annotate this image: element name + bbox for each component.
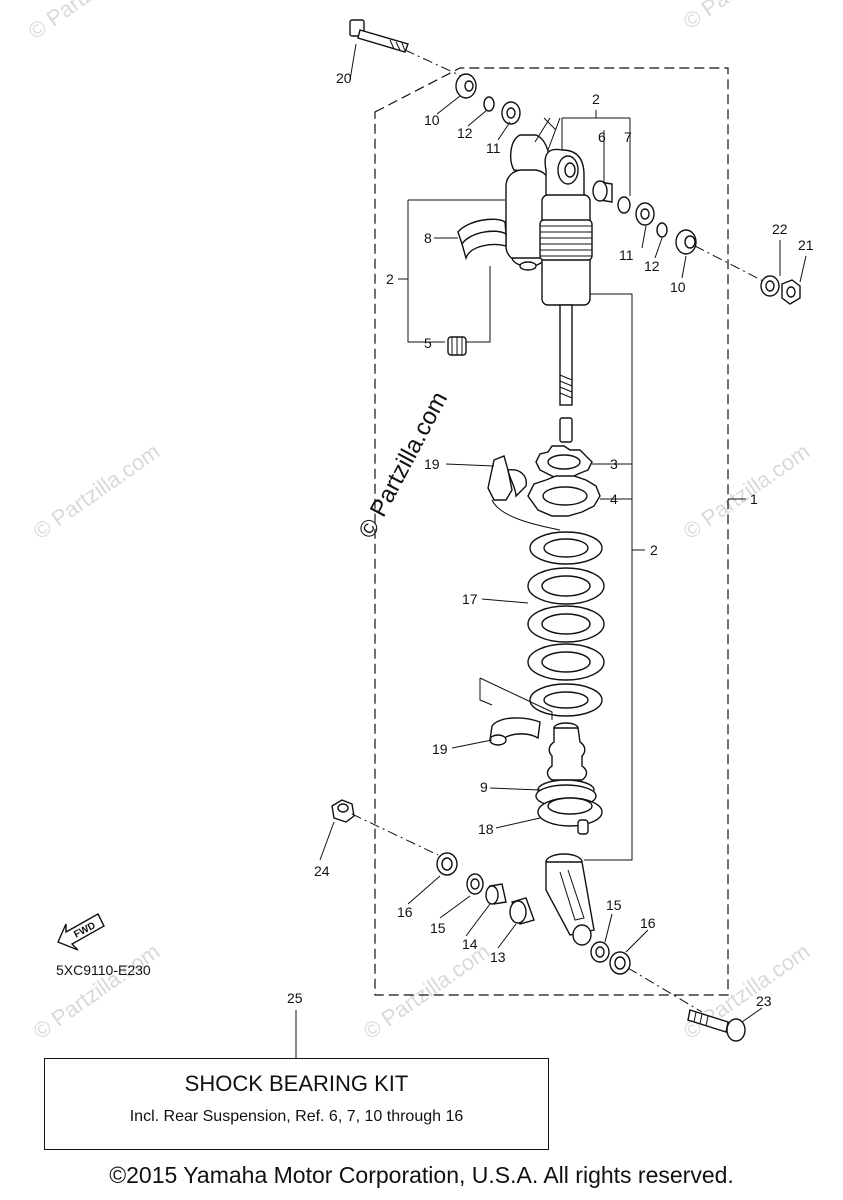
callout-2: 2 xyxy=(592,91,600,107)
callout-22: 22 xyxy=(772,221,788,237)
callout-9: 9 xyxy=(480,779,488,795)
callout-24: 24 xyxy=(314,863,330,879)
spring-seat-19-top xyxy=(487,455,527,501)
callout-8: 8 xyxy=(424,230,432,246)
callout-12: 12 xyxy=(644,258,660,274)
spacer-14 xyxy=(485,883,507,905)
kit-title: SHOCK BEARING KIT xyxy=(184,1071,409,1096)
axis-line xyxy=(404,49,471,81)
collar-16-right xyxy=(609,951,631,975)
fwd-label: FWD xyxy=(72,920,97,940)
coil-spring-17 xyxy=(527,531,605,717)
lower-clevis xyxy=(545,853,595,946)
ring-nut-4 xyxy=(527,475,601,517)
axis-line xyxy=(694,245,766,283)
spring-seat-18 xyxy=(537,797,603,835)
callout-18: 18 xyxy=(478,821,494,837)
oring-7 xyxy=(617,196,631,214)
washer-22 xyxy=(760,275,780,297)
bushing-6 xyxy=(592,180,613,203)
callout-19: 19 xyxy=(432,741,448,757)
collar-16-left xyxy=(436,852,458,876)
damper-rod xyxy=(559,304,573,406)
damper-body xyxy=(539,148,593,306)
bolt-20 xyxy=(349,19,409,53)
assembly-boundary xyxy=(374,67,729,996)
callout-17: 17 xyxy=(462,591,478,607)
oring-12-right xyxy=(656,222,668,238)
watermark: © Partzilla.com xyxy=(679,0,815,34)
oring-12-top xyxy=(483,96,495,112)
callout-14: 14 xyxy=(462,936,478,952)
bearing-11-top xyxy=(501,101,521,125)
callout-16: 16 xyxy=(397,904,413,920)
callout-10: 10 xyxy=(670,279,686,295)
callout-21: 21 xyxy=(798,237,814,253)
band-8-inner xyxy=(461,230,507,261)
leader-lines xyxy=(295,43,807,1058)
seal-15-right xyxy=(590,941,610,963)
callout-6: 6 xyxy=(598,129,606,145)
callout-1: 1 xyxy=(750,491,758,507)
callout-5: 5 xyxy=(424,335,432,351)
valve-5 xyxy=(447,336,467,356)
watermark: © Partzilla.com xyxy=(359,939,495,1045)
bolt-23 xyxy=(687,1009,746,1042)
diagram-code: 5XC9110-E230 xyxy=(56,962,151,978)
collar-10-top xyxy=(455,73,477,99)
callout-4: 4 xyxy=(610,491,618,507)
collar-10-right xyxy=(675,229,697,255)
watermark: © Partzilla.com xyxy=(29,439,165,545)
callout-2: 2 xyxy=(650,542,658,558)
axis-line xyxy=(627,967,703,1013)
callout-15: 15 xyxy=(430,920,446,936)
callout-11: 11 xyxy=(486,140,501,156)
watermark-group: © Partzilla.com © Partzilla.com © Partzi… xyxy=(24,0,815,1044)
bearing-13 xyxy=(509,897,535,925)
callout-12: 12 xyxy=(457,125,473,141)
callout-2: 2 xyxy=(386,271,394,287)
watermark: © Partzilla.com xyxy=(679,439,815,545)
ring-nut-3 xyxy=(535,445,593,479)
callout-7: 7 xyxy=(624,129,632,145)
callout-19: 19 xyxy=(424,456,440,472)
callout-16: 16 xyxy=(640,915,656,931)
nut-21 xyxy=(781,279,801,305)
watermark: © Partzilla.com xyxy=(679,939,815,1045)
fwd-arrow-icon: FWD xyxy=(57,913,105,951)
callout-25: 25 xyxy=(287,990,303,1006)
watermark: © Partzilla.com xyxy=(29,939,165,1045)
callout-15: 15 xyxy=(606,897,622,913)
watermark: © Partzilla.com xyxy=(24,0,160,44)
seal-15-left xyxy=(466,873,484,895)
bearing-11-right xyxy=(635,202,655,226)
callout-10: 10 xyxy=(424,112,440,128)
callout-23: 23 xyxy=(756,993,772,1009)
callout-13: 13 xyxy=(490,949,506,965)
callout-3: 3 xyxy=(610,456,618,472)
bump-rubber-9 xyxy=(535,722,597,808)
callouts: 20 10 12 11 2 6 7 11 12 10 22 21 8 2 5 1… xyxy=(287,70,814,1009)
shock-bearing-kit-box: SHOCK BEARING KIT Incl. Rear Suspension,… xyxy=(44,1058,549,1150)
rod-pin xyxy=(559,417,573,443)
copyright-notice: ©2015 Yamaha Motor Corporation, U.S.A. A… xyxy=(109,1162,734,1188)
callout-20: 20 xyxy=(336,70,352,86)
callout-11: 11 xyxy=(619,247,634,263)
axis-line xyxy=(351,813,439,856)
nut-24 xyxy=(331,799,355,823)
kit-description: Incl. Rear Suspension, Ref. 6, 7, 10 thr… xyxy=(129,1108,464,1125)
spring-seat-19-bottom xyxy=(489,717,541,746)
